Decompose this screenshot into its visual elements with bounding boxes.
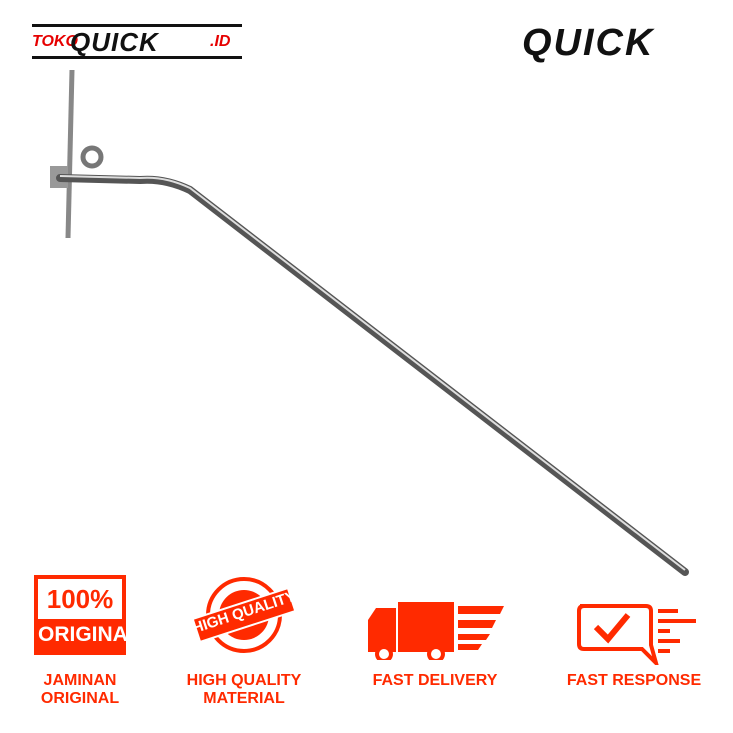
logo-suffix: .ID bbox=[210, 33, 231, 50]
badge-label-quality: HIGH QUALITY MATERIAL bbox=[186, 672, 302, 707]
quality-seal-icon: HIGH QUALITY bbox=[188, 575, 300, 655]
badge-label-response: FAST RESPONSE bbox=[566, 672, 702, 689]
store-logo: TOKO QUICK .ID bbox=[32, 24, 242, 59]
brand-logo: QUICK bbox=[522, 22, 655, 64]
logo-prefix: TOKO bbox=[32, 33, 78, 50]
original-stamp-icon: 100% ORIGINAL bbox=[34, 575, 141, 655]
logo-divider bbox=[32, 24, 242, 27]
badge-label-delivery: FAST DELIVERY bbox=[372, 672, 498, 689]
chat-check-icon bbox=[577, 604, 696, 665]
delivery-truck-icon bbox=[368, 602, 504, 660]
logo-divider bbox=[32, 56, 242, 59]
logo-name: QUICK bbox=[70, 27, 159, 57]
badge-label-original: JAMINAN ORIGINAL bbox=[40, 672, 120, 707]
